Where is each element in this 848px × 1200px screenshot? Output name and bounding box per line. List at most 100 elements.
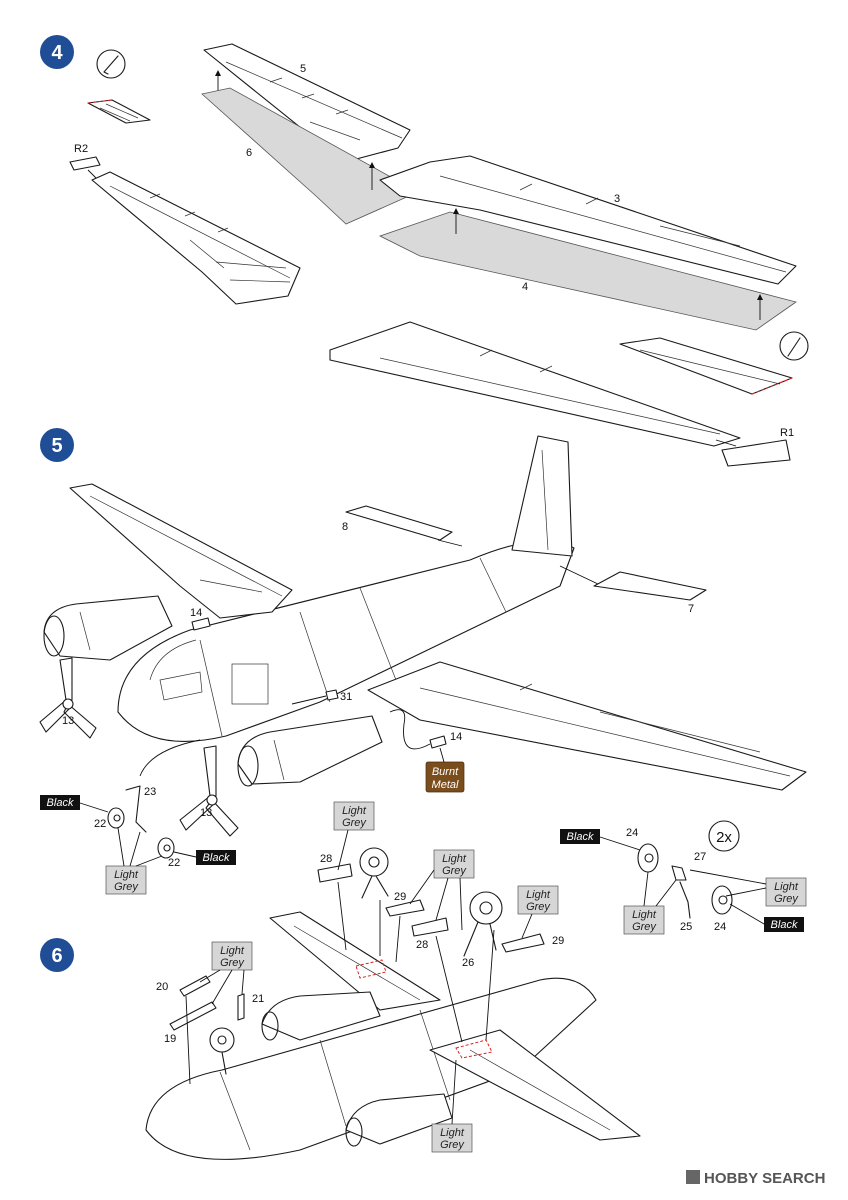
step-6-badge xyxy=(40,938,74,972)
left-propeller xyxy=(39,657,97,739)
step-4-number: 4 xyxy=(51,42,63,64)
light-grey-tag-s6-left-l1: Light xyxy=(220,945,245,957)
label-part-7: 7 xyxy=(688,603,694,615)
light-grey-tag-mid-l2: Grey xyxy=(632,921,657,933)
light-grey-tag-nose-l1: Light xyxy=(114,869,139,881)
step-5-badge xyxy=(40,428,74,462)
light-grey-tag-29b-l1: Light xyxy=(526,889,551,901)
black-tag-1-text: Black xyxy=(47,797,74,809)
label-part-25: 25 xyxy=(680,921,692,933)
nose-wheel-left xyxy=(107,807,125,829)
step-4-badge xyxy=(40,35,74,69)
part-21 xyxy=(237,993,245,1021)
label-part-3: 3 xyxy=(614,193,620,205)
label-part-4: 4 xyxy=(522,281,528,293)
black-tag-4-text: Black xyxy=(771,919,798,931)
label-part-28b: 28 xyxy=(416,939,428,951)
part-4-lower-panel xyxy=(378,211,797,331)
light-grey-tag-nose-l2: Grey xyxy=(114,881,139,893)
center-wing-upper xyxy=(379,155,797,285)
label-part-24-bottom: 24 xyxy=(714,921,726,933)
right-nacelle-underside xyxy=(345,1093,453,1147)
label-part-21: 21 xyxy=(252,993,264,1005)
label-r1: R1 xyxy=(780,427,794,439)
glue-area-right xyxy=(455,1039,493,1059)
black-tag-3-text: Black xyxy=(567,831,594,843)
label-part-5: 5 xyxy=(300,63,306,75)
label-part-8: 8 xyxy=(342,521,348,533)
light-grey-tag-mid-l1: Light xyxy=(632,909,657,921)
label-part-20: 20 xyxy=(156,981,168,993)
burnt-metal-tag: Burnt Metal xyxy=(425,761,465,793)
part-25-strut xyxy=(679,881,691,919)
light-grey-tag-s6-left: Light Grey xyxy=(211,941,253,971)
glue-area-left xyxy=(355,959,387,979)
right-propeller xyxy=(179,745,239,837)
left-nacelle-underside xyxy=(261,991,381,1041)
knife-icon xyxy=(96,49,126,79)
left-main-wing xyxy=(69,483,293,619)
light-grey-tag-right: Light Grey xyxy=(765,877,807,907)
label-part-26: 26 xyxy=(462,957,474,969)
black-tag-2: Black xyxy=(196,850,236,865)
main-wheel-detail-bottom xyxy=(711,885,733,915)
nose-wheel-installed xyxy=(209,1027,235,1075)
light-grey-tag-center-l1: Light xyxy=(442,853,467,865)
right-main-wing xyxy=(367,661,807,791)
label-part-13-right: 13 xyxy=(200,807,212,819)
label-part-14-bottom: 14 xyxy=(450,731,462,743)
part-19 xyxy=(169,1001,217,1031)
main-wheel-detail-top xyxy=(637,843,659,873)
times-two-badge: 2x xyxy=(708,820,740,852)
part-r1 xyxy=(721,439,791,467)
part-7-stabilizer xyxy=(593,571,707,601)
step-6-number: 6 xyxy=(51,945,62,967)
label-part-23: 23 xyxy=(144,786,156,798)
part-28a xyxy=(317,863,353,883)
label-part-22-left: 22 xyxy=(94,818,106,830)
label-part-6: 6 xyxy=(246,147,252,159)
label-r2: R2 xyxy=(74,143,88,155)
left-engine xyxy=(43,595,173,661)
right-wing-underside xyxy=(329,321,741,447)
part-23-strut xyxy=(125,785,147,833)
multiplier-text: 2x xyxy=(716,829,732,846)
step-5: 5 8 7 xyxy=(39,428,807,895)
part-29a xyxy=(385,899,425,917)
step-5-number: 5 xyxy=(51,435,62,457)
label-part-29b: 29 xyxy=(552,935,564,947)
label-part-14-top: 14 xyxy=(190,607,202,619)
left-outer-wing xyxy=(91,171,301,305)
part-31 xyxy=(325,689,339,701)
main-wheel-right xyxy=(463,891,503,957)
nose-wheel-right xyxy=(157,837,175,859)
watermark: HOBBY SEARCH xyxy=(686,1170,825,1187)
black-tag-2-text: Black xyxy=(203,852,230,864)
right-engine xyxy=(237,715,383,787)
light-grey-tag-28a-l2: Grey xyxy=(342,817,367,829)
light-grey-tag-28a: Light Grey xyxy=(333,801,375,831)
part-27-axle xyxy=(671,865,687,881)
wing-underside xyxy=(269,911,641,1141)
label-part-29a: 29 xyxy=(394,891,406,903)
part-29b xyxy=(501,933,545,953)
part-14-bottom xyxy=(429,735,447,749)
watermark-logo-box xyxy=(686,1170,700,1184)
light-grey-tag-center-l2: Grey xyxy=(442,865,467,877)
label-part-22-right: 22 xyxy=(168,857,180,869)
light-grey-tag-bottom-l1: Light xyxy=(440,1127,465,1139)
burnt-metal-line2: Metal xyxy=(432,779,459,791)
part-14-top xyxy=(191,617,211,631)
black-tag-4: Black xyxy=(764,917,804,932)
label-part-24-top: 24 xyxy=(626,827,638,839)
light-grey-tag-center: Light Grey xyxy=(433,849,475,879)
black-tag-1: Black xyxy=(40,795,80,810)
light-grey-tag-bottom-l2: Grey xyxy=(440,1139,465,1151)
black-tag-3: Black xyxy=(560,829,600,844)
label-part-27: 27 xyxy=(694,851,706,863)
cut-part-detail-right xyxy=(619,337,793,395)
label-part-13-left: 13 xyxy=(62,715,74,727)
part-8-stabilizer xyxy=(345,505,453,541)
part-28b xyxy=(411,917,449,937)
